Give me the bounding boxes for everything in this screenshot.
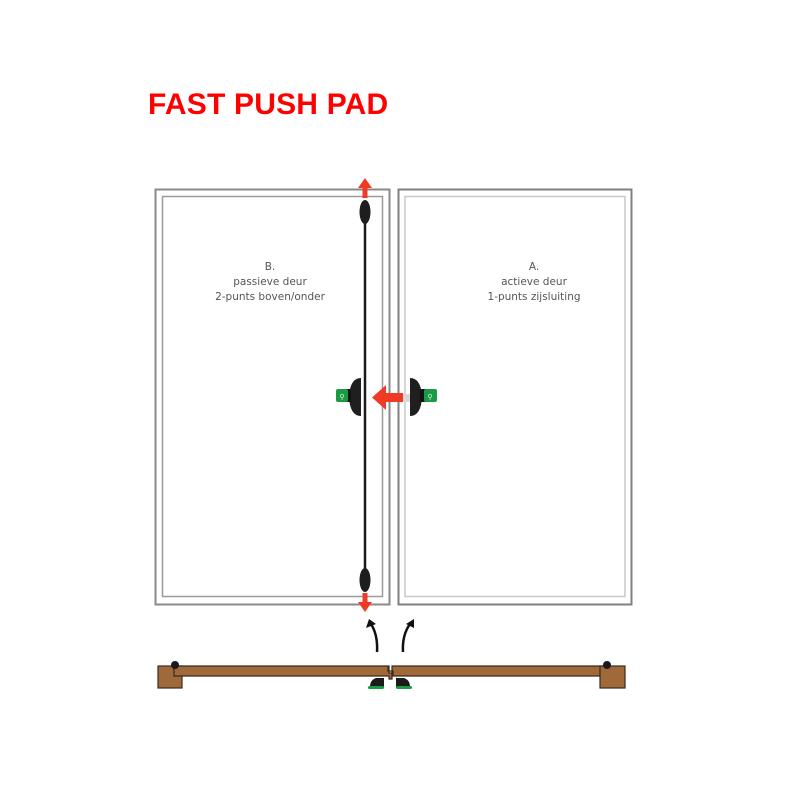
- active-door-label: A. actieve deur 1-punts zijsluiting: [436, 260, 632, 305]
- active-door-letter: A.: [528, 261, 540, 273]
- passive-door-label: B. passieve deur 2-punts boven/onder: [172, 260, 368, 305]
- arrow-down-icon: [358, 593, 372, 612]
- arrow-left-icon: [372, 385, 403, 410]
- active-door-name: actieve deur: [501, 276, 567, 288]
- swing-arrow-head-right: [406, 619, 414, 628]
- swing-arrow-icon: [401, 623, 412, 653]
- passive-door-letter: B.: [264, 261, 276, 273]
- svg-text:⚲: ⚲: [427, 393, 432, 401]
- arrow-up-icon: [358, 178, 372, 198]
- push-pad-icon: ⚲: [403, 378, 437, 416]
- passive-door-locking: 2-punts boven/onder: [215, 291, 325, 303]
- active-door-locking: 1-punts zijsluiting: [487, 291, 581, 303]
- swing-arrow-head-left: [366, 619, 376, 628]
- page-title: FAST PUSH PAD: [148, 88, 389, 121]
- push-pad-icon: ⚲: [336, 378, 361, 416]
- plan-view: [157, 661, 626, 689]
- svg-text:⚲: ⚲: [339, 393, 344, 401]
- rod-top-bolt: [359, 200, 371, 224]
- passive-door-name: passieve deur: [233, 276, 307, 288]
- rod-bottom-bolt: [359, 568, 371, 592]
- locking-rod: [359, 200, 371, 592]
- swing-arrow-icon: [369, 623, 379, 653]
